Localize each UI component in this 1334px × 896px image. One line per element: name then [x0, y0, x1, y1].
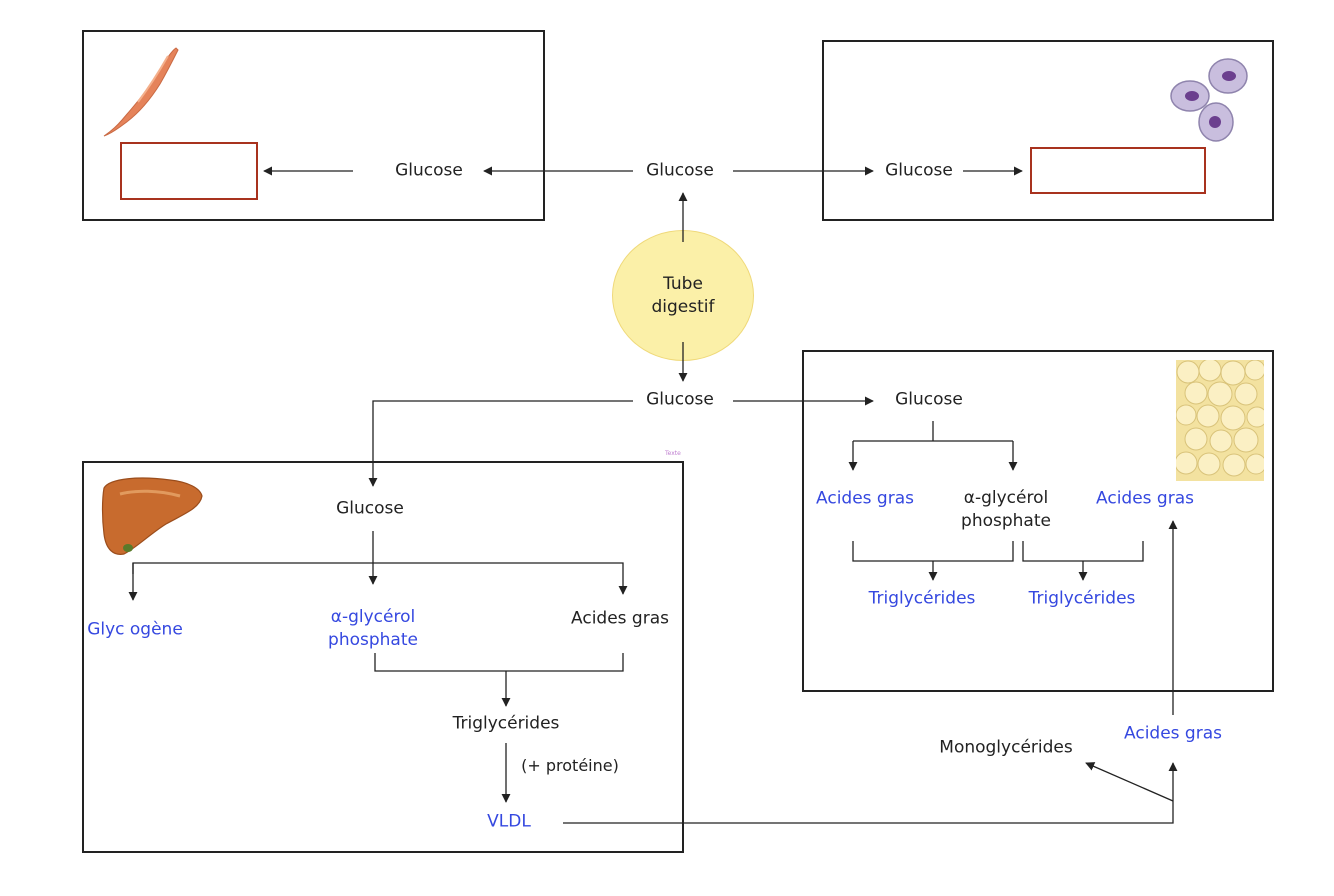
- blood-cells-answer-box: [1030, 147, 1206, 194]
- center-glucose-top-label: Glucose: [646, 160, 714, 181]
- vldl-label: VLDL: [487, 811, 531, 832]
- liver-triglycerides-label: Triglycérides: [452, 713, 560, 734]
- adipose-glycerol-line2: phosphate: [961, 511, 1051, 531]
- muscle-glucose-label: Glucose: [395, 160, 463, 181]
- digestive-tract-line1: Tube: [663, 274, 703, 295]
- adipose-box: [802, 350, 1274, 692]
- texte-marker: Texte: [665, 450, 681, 457]
- liver-box: [82, 461, 684, 853]
- liver-acides-gras-label: Acides gras: [571, 608, 669, 629]
- blood-cells-box: [822, 40, 1274, 221]
- liver-glycerol-line2: phosphate: [328, 630, 418, 650]
- liver-glycerol-line1: α-glycérol: [330, 607, 416, 628]
- liver-icon: [101, 477, 203, 555]
- blood-cells-icon: [1170, 58, 1248, 142]
- circulation-acides-gras-label: Acides gras: [1124, 723, 1222, 744]
- muscle-box: [82, 30, 545, 221]
- adipose-glycerol-line1: α-glycérol: [963, 488, 1049, 509]
- adipose-triglycerides-right-label: Triglycérides: [1028, 588, 1136, 609]
- protein-note-label: (+ protéine): [521, 756, 619, 776]
- adipose-triglycerides-left-label: Triglycérides: [868, 588, 976, 609]
- digestive-tract-label: Tube digestif: [652, 273, 715, 319]
- digestive-tract-circle: [612, 230, 754, 361]
- adipose-acides-gras-right-label: Acides gras: [1096, 488, 1194, 509]
- muscle-icon: [103, 47, 179, 137]
- digestive-tract-line2: digestif: [651, 297, 715, 317]
- muscle-answer-box: [120, 142, 258, 200]
- adipose-tissue-icon: [1176, 360, 1264, 481]
- blood-cells-glucose-label: Glucose: [885, 160, 953, 181]
- liver-glycerol-label: α-glycérol phosphate: [328, 606, 418, 652]
- adipose-glucose-label: Glucose: [895, 389, 963, 410]
- adipose-glycerol-label: α-glycérol phosphate: [961, 487, 1051, 533]
- liver-glucose-label: Glucose: [336, 498, 404, 519]
- glycogene-label: Glyc ogène: [87, 619, 183, 640]
- monoglycerides-label: Monoglycérides: [939, 737, 1073, 758]
- center-glucose-bottom-label: Glucose: [646, 389, 714, 410]
- adipose-acides-gras-left-label: Acides gras: [816, 488, 914, 509]
